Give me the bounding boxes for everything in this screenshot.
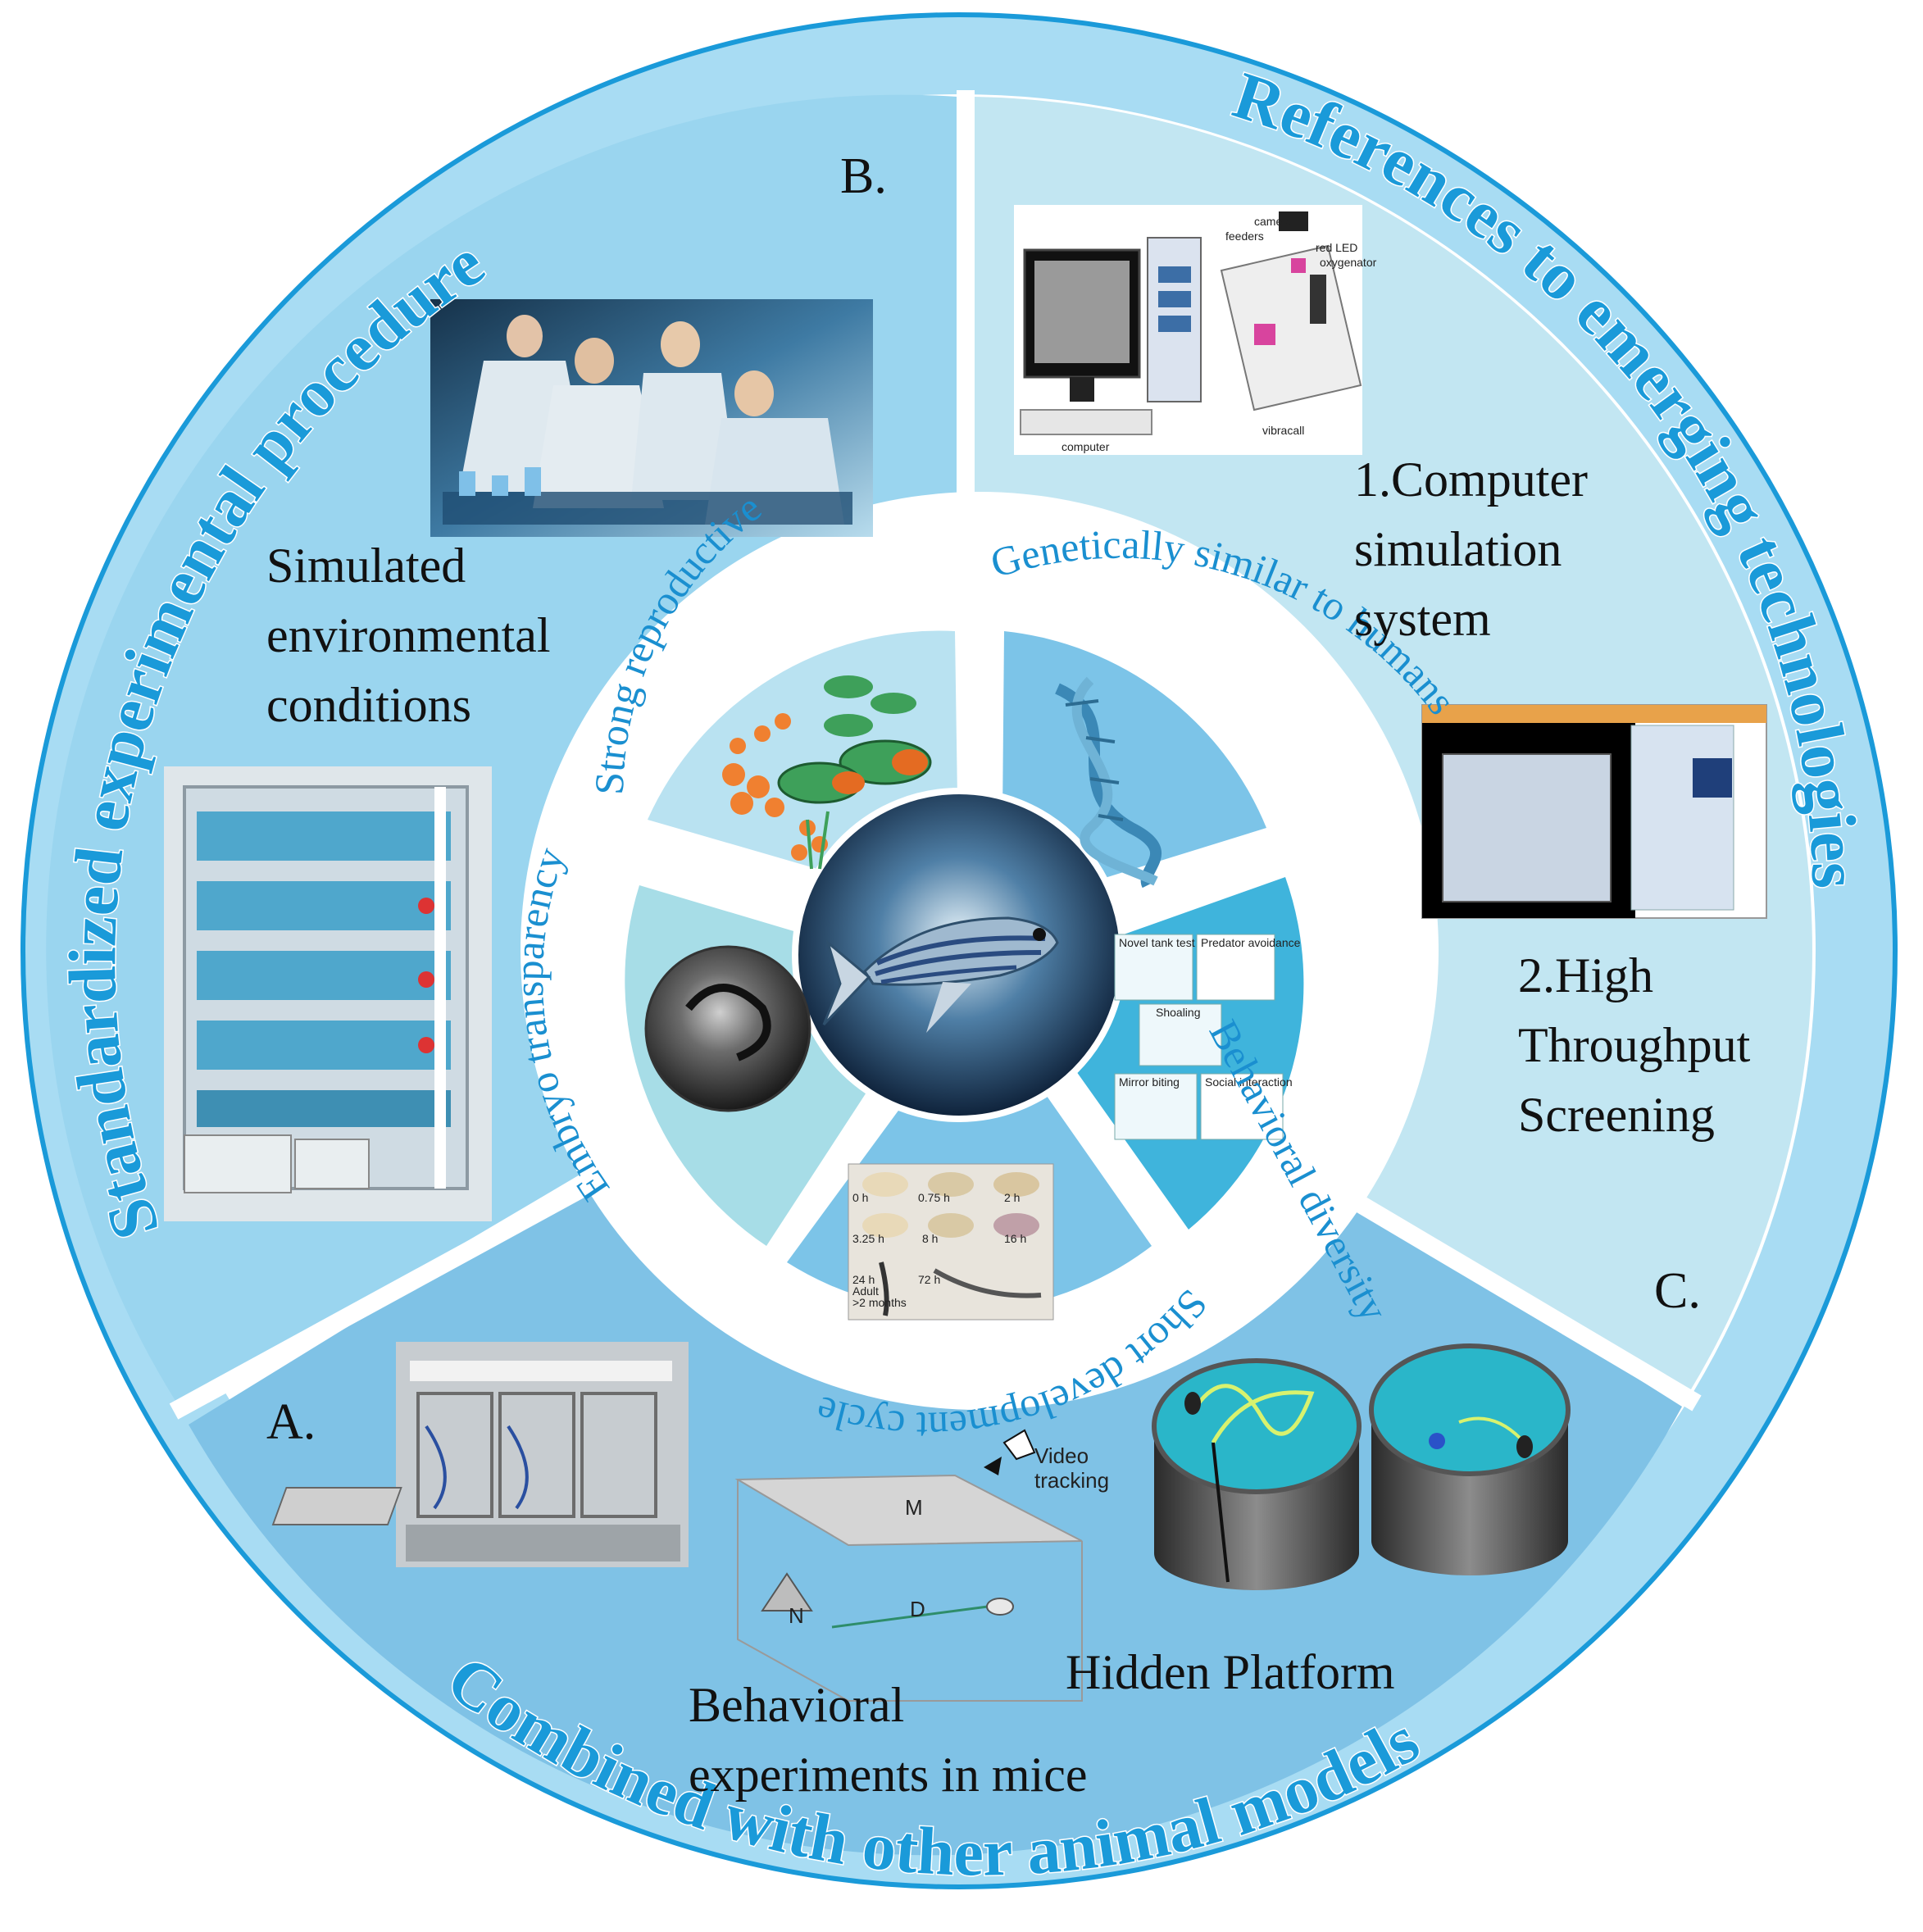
high-throughput-screening-screenshot	[1421, 704, 1767, 919]
behavior-panel-social-label: Social interaction	[1205, 1075, 1293, 1089]
dna-helix-icon	[1055, 676, 1162, 889]
dev-label-5: 16 h	[1004, 1232, 1026, 1245]
video-camera-icon	[1002, 1429, 1036, 1461]
behavior-panel-mirror-label: Mirror biting	[1119, 1075, 1180, 1089]
novel-object-maze-diagram: Video tracking M N D	[271, 1429, 1109, 1702]
zebrafish-aquarium-rack-photo	[164, 766, 492, 1221]
section-b-label-line-1: Simulated	[266, 539, 466, 593]
section-b-label-line-3: conditions	[266, 678, 471, 732]
section-a-letter: A.	[266, 1394, 316, 1450]
camera-label: camera	[1254, 215, 1293, 228]
development-stages-collage: 0 h 0.75 h 2 h 3.25 h 8 h 16 h 24 h 72 h…	[848, 1163, 1054, 1321]
maze-label-n: N	[789, 1603, 804, 1628]
dev-label-7: 72 h	[918, 1273, 940, 1286]
section-c-item1-line-2: simulation	[1354, 522, 1562, 576]
section-b-letter: B.	[840, 148, 887, 204]
maze-label-tracking: tracking	[1034, 1468, 1109, 1493]
maze-label-video: Video	[1034, 1443, 1089, 1468]
dev-label-8: Adult	[852, 1284, 879, 1298]
lab-scientists-photo	[430, 299, 873, 537]
behavior-panel-predator	[1196, 934, 1275, 1001]
computer-simulation-diagram: camera feeders red LED oxygenator vibrac…	[1014, 205, 1377, 455]
morris-water-maze-illustration	[1152, 1343, 1571, 1590]
section-c-item1-line-3: system	[1354, 592, 1491, 646]
behavior-panel-predator-label: Predator avoidance	[1201, 936, 1301, 949]
behavior-tests-collage: Novel tank test Predator avoidance Shoal…	[1114, 934, 1301, 1140]
behavior-panel-mirror	[1114, 1073, 1198, 1140]
oxygenator-label: oxygenator	[1320, 256, 1377, 269]
dev-label-9: >2 months	[852, 1296, 907, 1309]
computer-label: computer	[1062, 440, 1110, 453]
camera-icon	[1279, 211, 1308, 231]
behavior-panel-novel-tank-label: Novel tank test	[1119, 936, 1195, 949]
dev-label-0: 0 h	[852, 1191, 868, 1204]
zebrafish-icon	[822, 916, 1059, 1033]
red-led-label: red LED	[1316, 241, 1357, 254]
behavior-experiments-line-1: Behavioral	[689, 1678, 904, 1732]
section-c-item2-line-2: Throughput	[1518, 1018, 1751, 1072]
vibracall-label: vibracall	[1262, 424, 1304, 437]
section-c-item2-line-3: Screening	[1518, 1088, 1715, 1142]
behavior-panel-novel-tank	[1114, 934, 1193, 1001]
dev-label-3: 3.25 h	[852, 1232, 884, 1245]
feeders-label: feeders	[1225, 230, 1264, 243]
hidden-platform-label: Hidden Platform	[1066, 1645, 1395, 1699]
mouse-cage-photo	[396, 1342, 689, 1567]
dev-label-1: 0.75 h	[918, 1191, 950, 1204]
maze-label-m: M	[905, 1495, 923, 1520]
behavior-panel-shoaling-label: Shoaling	[1156, 1006, 1201, 1019]
section-c-letter: C.	[1654, 1263, 1701, 1319]
maze-label-d: D	[910, 1597, 925, 1621]
embryo-detail	[685, 984, 771, 1061]
behavior-experiments-line-2: experiments in mice	[689, 1748, 1088, 1802]
section-b-label-line-2: environmental	[266, 608, 551, 662]
reproduction-cycle-illustration	[722, 675, 932, 870]
section-c-item2-line-1: 2.High	[1518, 948, 1653, 1002]
dev-label-2: 2 h	[1004, 1191, 1020, 1204]
dev-label-4: 8 h	[922, 1232, 938, 1245]
embryo-image	[644, 945, 811, 1112]
behavior-panel-shoaling	[1139, 1003, 1222, 1066]
dev-label-6: 24 h	[852, 1273, 875, 1286]
behavior-panel-social	[1200, 1073, 1284, 1140]
section-c-item1-line-1: 1.Computer	[1354, 452, 1588, 507]
